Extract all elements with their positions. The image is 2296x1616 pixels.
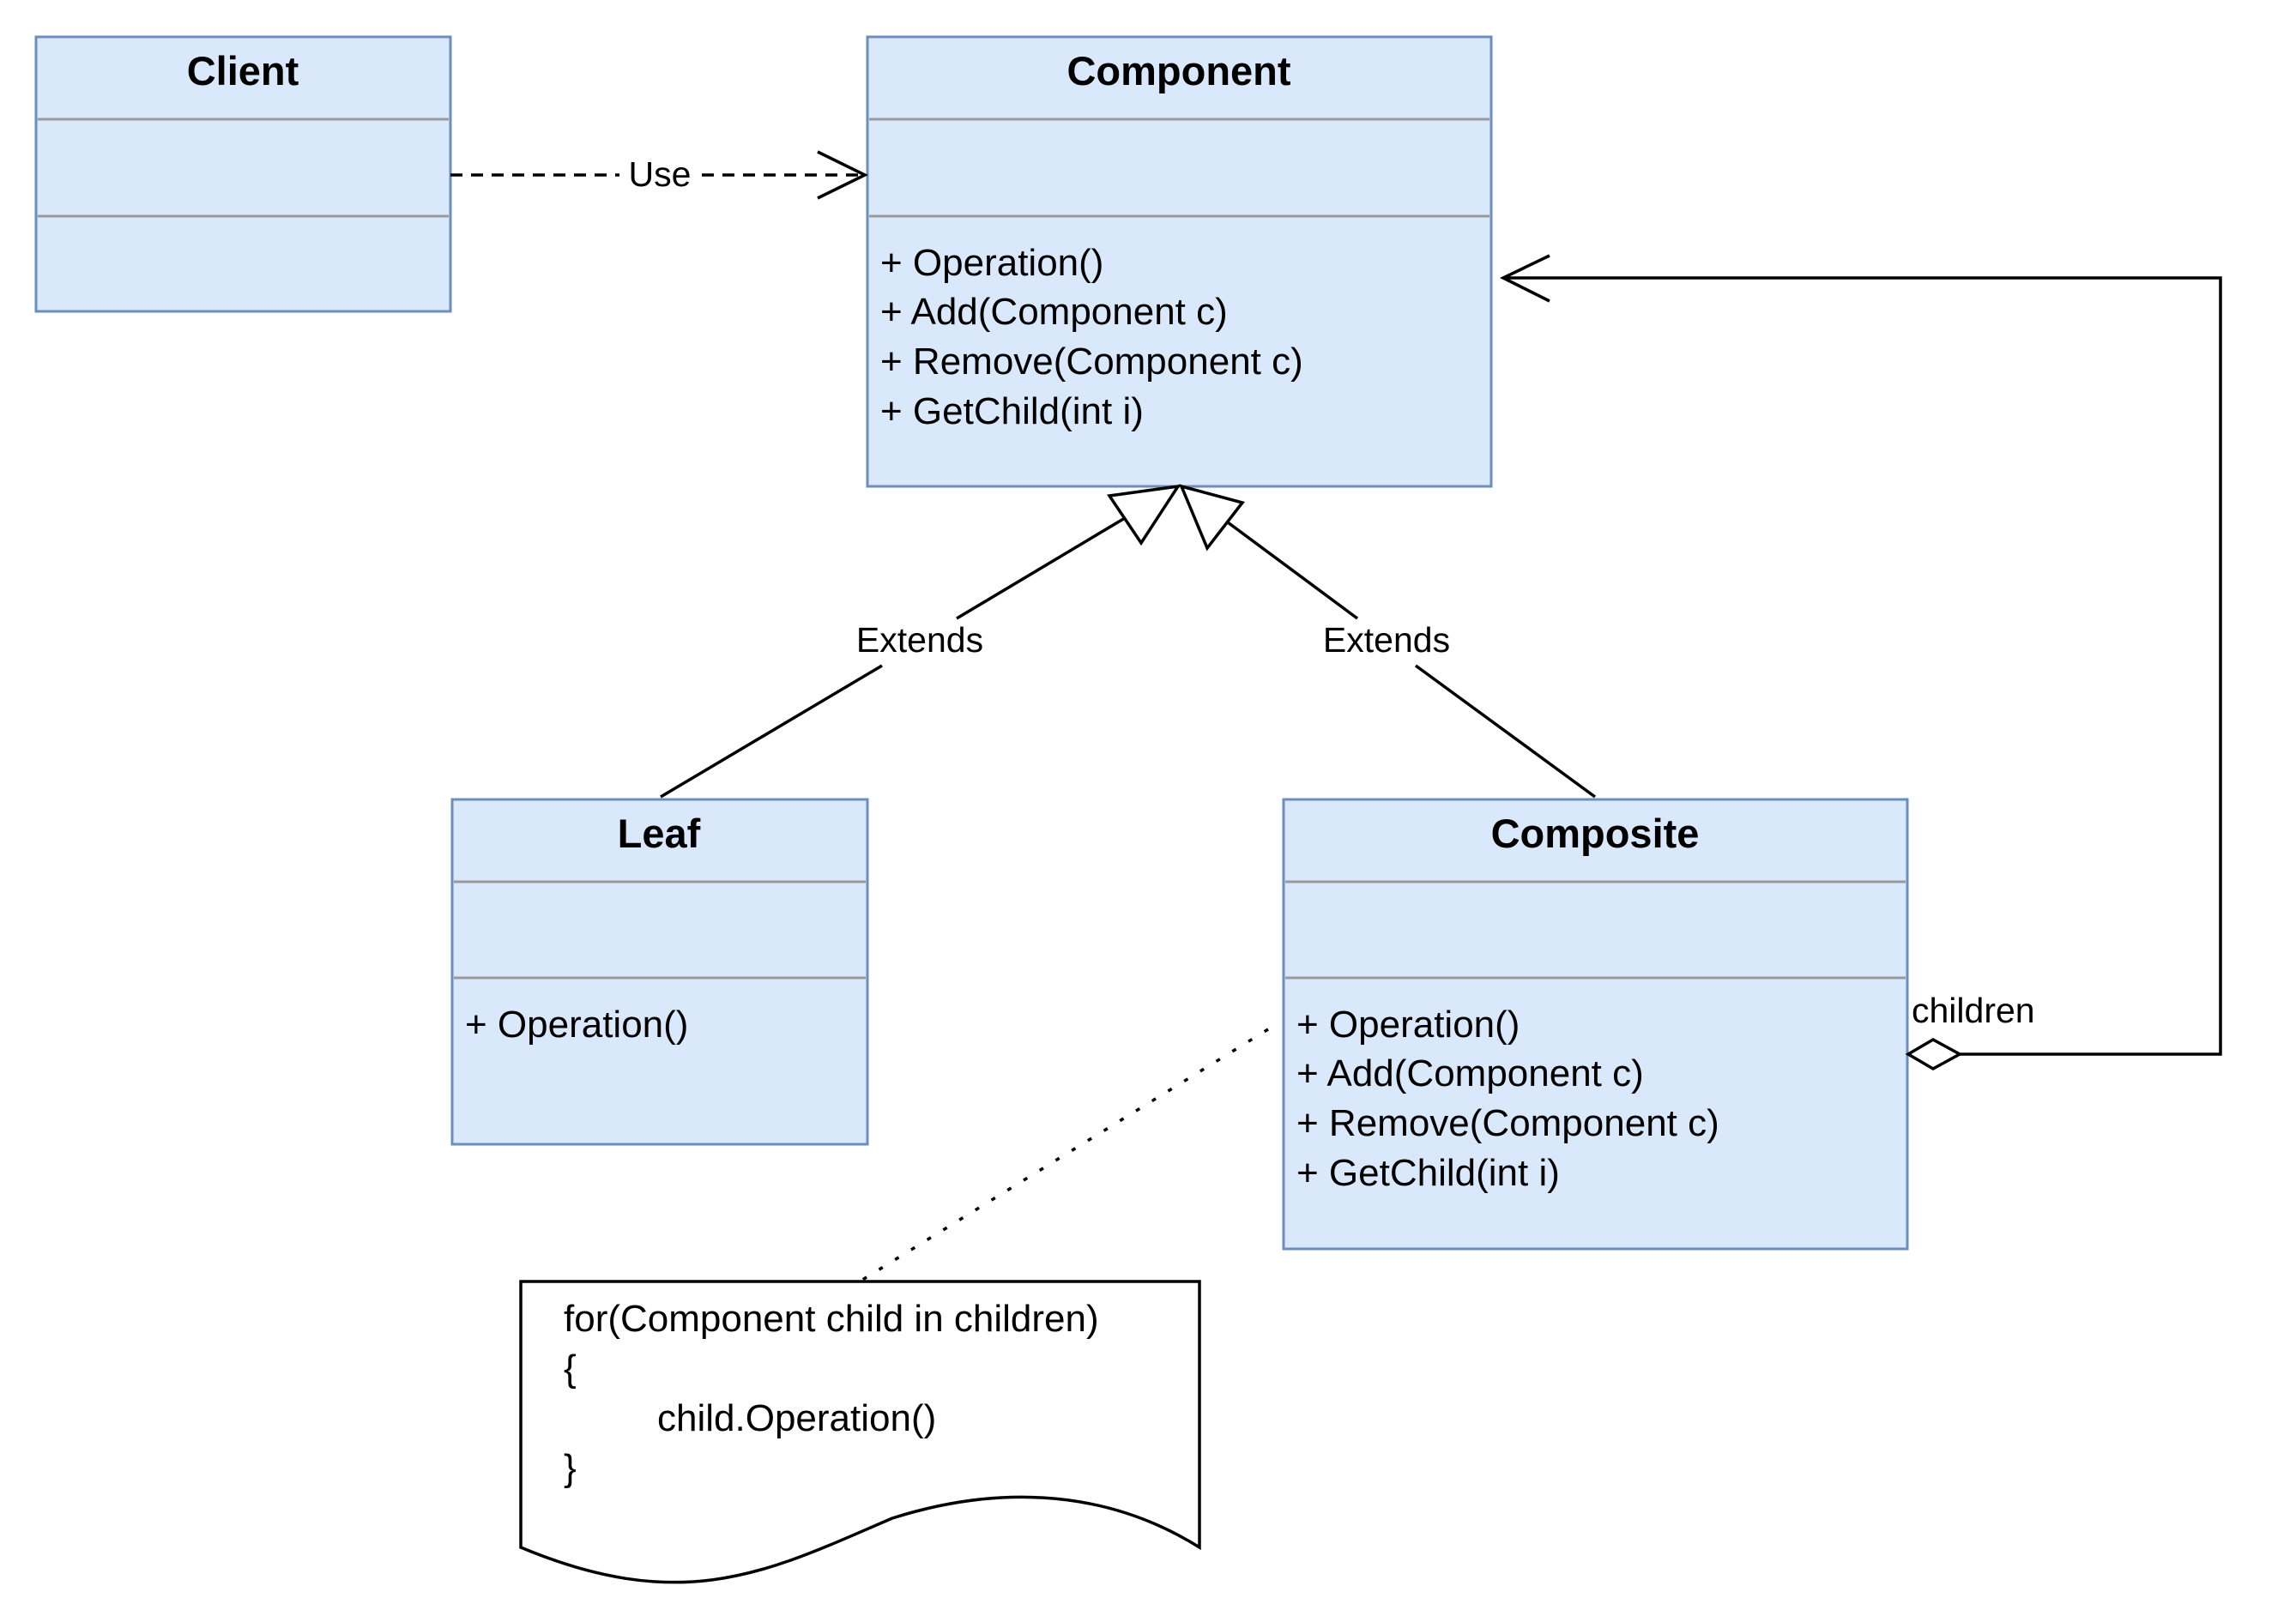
inheritance-triangle-icon xyxy=(1106,484,1181,546)
edge-extends-composite-label: Extends xyxy=(1323,620,1450,660)
edge-extends-composite[interactable]: Extends xyxy=(1179,484,1597,799)
class-component-method: + Add(Component c) xyxy=(880,291,1228,333)
class-leaf[interactable]: Leaf + Operation() xyxy=(450,798,869,1146)
edge-extends-leaf-label: Extends xyxy=(856,620,983,660)
edge-use-label: Use xyxy=(629,154,692,194)
class-composite-method: + Add(Component c) xyxy=(1296,1052,1644,1094)
edge-aggregation-label: children xyxy=(1912,991,2035,1030)
aggregation-diamond-icon xyxy=(1905,1037,1963,1071)
class-composite-method: + GetChild(int i) xyxy=(1296,1152,1560,1194)
class-leaf-name: Leaf xyxy=(618,811,701,856)
note-line: } xyxy=(564,1447,577,1489)
class-component-method: + GetChild(int i) xyxy=(880,390,1144,432)
open-arrow-icon xyxy=(817,150,868,200)
code-note[interactable]: for(Component child in children) { child… xyxy=(519,1280,1201,1584)
edge-aggregation-children[interactable]: children xyxy=(1500,254,2222,1071)
class-client-name: Client xyxy=(187,48,299,93)
note-line: child.Operation() xyxy=(657,1397,936,1439)
class-component-name: Component xyxy=(1066,48,1290,93)
note-line: for(Component child in children) xyxy=(564,1298,1099,1340)
edge-extends-leaf[interactable]: Extends xyxy=(660,484,1181,799)
class-composite-method: + Operation() xyxy=(1296,1004,1520,1046)
inheritance-triangle-icon xyxy=(1179,484,1245,552)
class-component[interactable]: Component + Operation() + Add(Component … xyxy=(866,35,1493,488)
class-composite-name: Composite xyxy=(1491,811,1700,856)
class-leaf-method: + Operation() xyxy=(465,1004,688,1046)
class-composite-method: + Remove(Component c) xyxy=(1296,1102,1719,1144)
note-line: { xyxy=(564,1348,577,1390)
class-component-method: + Operation() xyxy=(880,242,1103,284)
note-anchor-line xyxy=(859,1028,1269,1283)
open-arrow-icon xyxy=(1500,254,1550,303)
class-component-method: + Remove(Component c) xyxy=(880,341,1303,383)
class-composite[interactable]: Composite + Operation() + Add(Component … xyxy=(1282,798,1909,1251)
edge-use[interactable]: Use xyxy=(450,150,868,200)
class-client[interactable]: Client xyxy=(34,35,452,313)
